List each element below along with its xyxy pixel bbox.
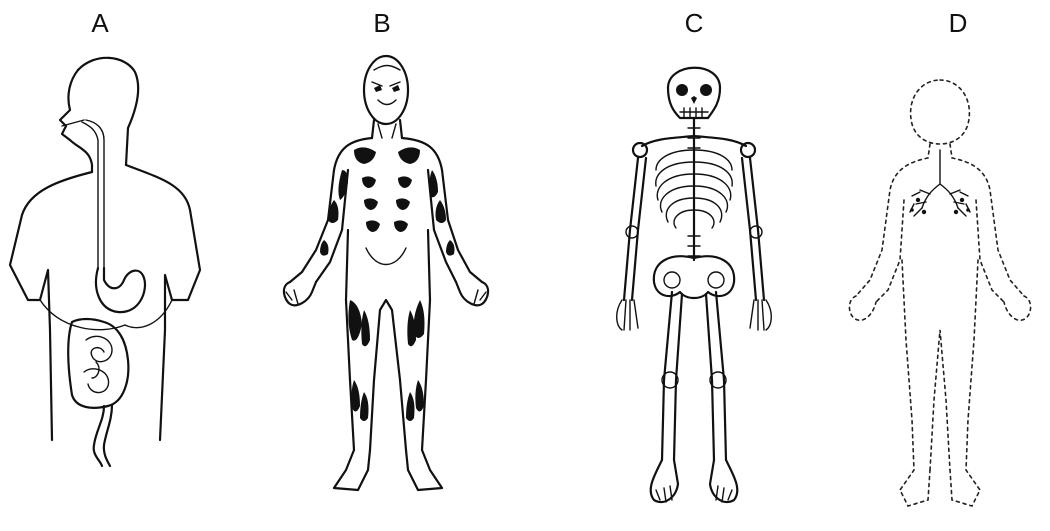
digestive-system-icon xyxy=(0,0,250,531)
figure-b: B xyxy=(250,0,510,531)
skeletal-system-icon xyxy=(560,0,810,531)
figure-a: A xyxy=(0,0,250,531)
respiratory-system-icon xyxy=(830,0,1050,531)
figure-d: D xyxy=(830,0,1050,531)
muscular-system-icon xyxy=(250,0,510,531)
figure-c: C xyxy=(560,0,810,531)
